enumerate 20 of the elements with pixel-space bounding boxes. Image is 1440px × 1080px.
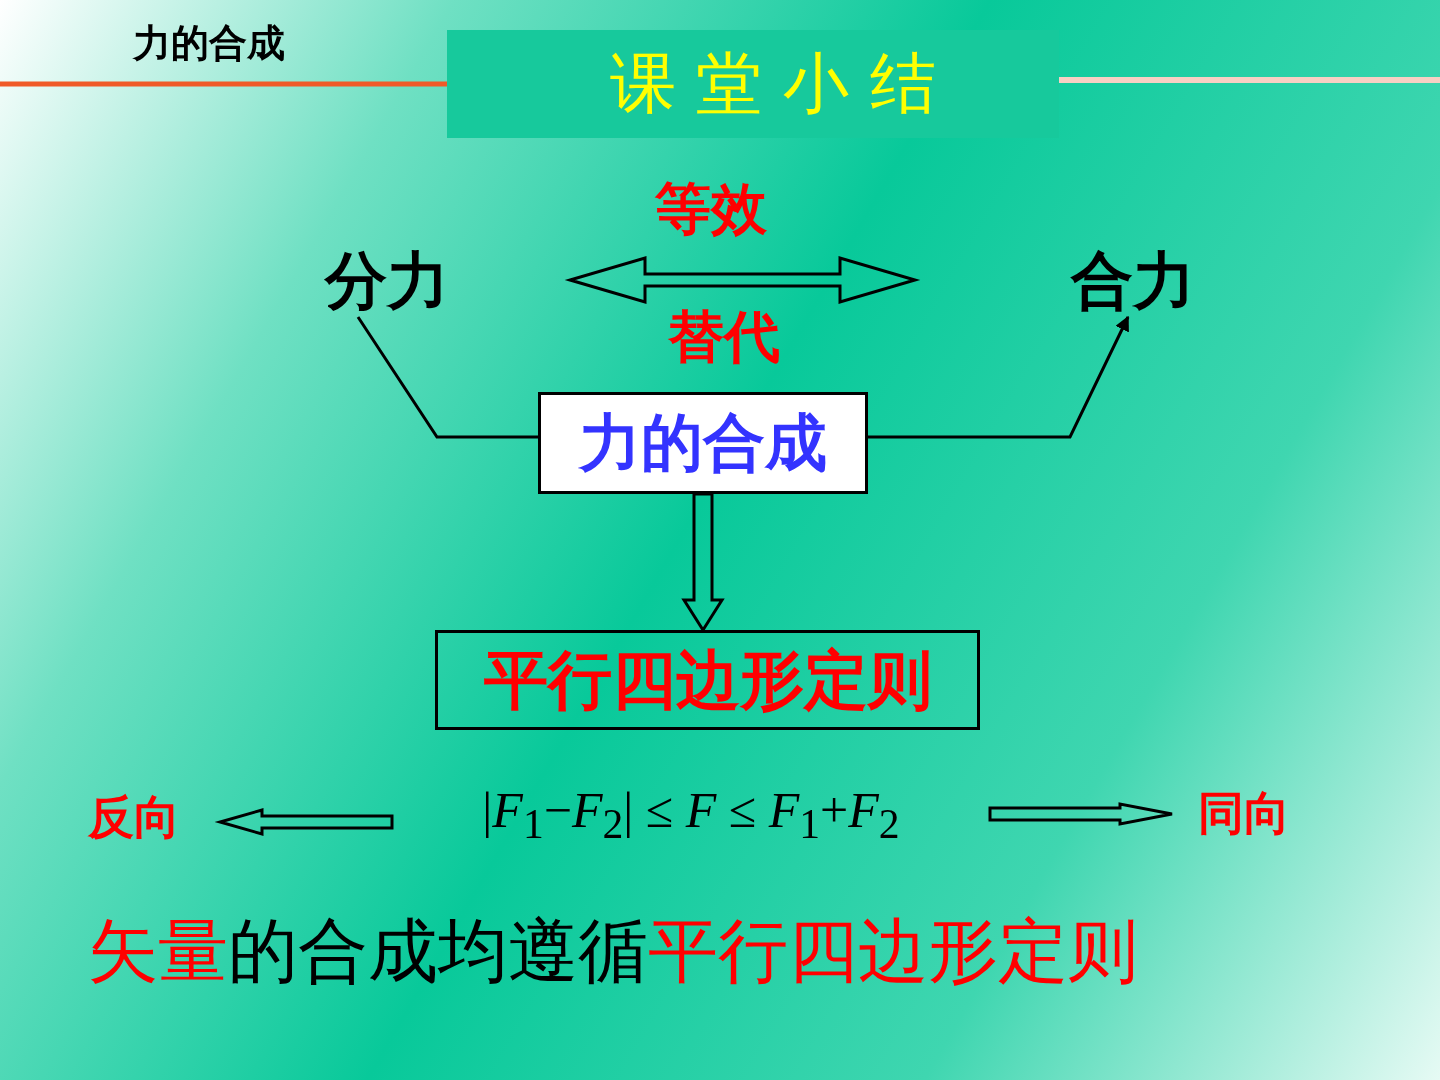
- process-box: 平行四边形定则: [435, 630, 980, 730]
- sentence-text: 平行四边形定则: [648, 909, 1138, 994]
- edge-label: 等效: [655, 175, 767, 243]
- title-banner: 课 堂 小 结: [447, 30, 1059, 138]
- arrow: [988, 802, 1174, 826]
- arrow: [214, 808, 394, 836]
- text-label: 替代: [668, 303, 780, 371]
- process-box: 力的合成: [538, 392, 868, 494]
- text-label: 反向: [88, 788, 220, 848]
- connector-line: [356, 316, 538, 439]
- text-label: 分力: [325, 245, 570, 317]
- header-text: 力的合成: [133, 20, 285, 67]
- formula: |F$_{1}$−F$_{2}$| ≤ F ≤ F$_{1}$+F$_{2}$: [392, 772, 990, 856]
- arrow: [681, 492, 725, 633]
- sentence-text: 的合成均遵循: [228, 909, 648, 994]
- text-label: 同向: [1172, 784, 1290, 844]
- arrow: [564, 256, 921, 304]
- sentence-text: 矢量: [88, 909, 228, 994]
- arrow: [868, 315, 1130, 439]
- text-label: 合力: [915, 245, 1195, 317]
